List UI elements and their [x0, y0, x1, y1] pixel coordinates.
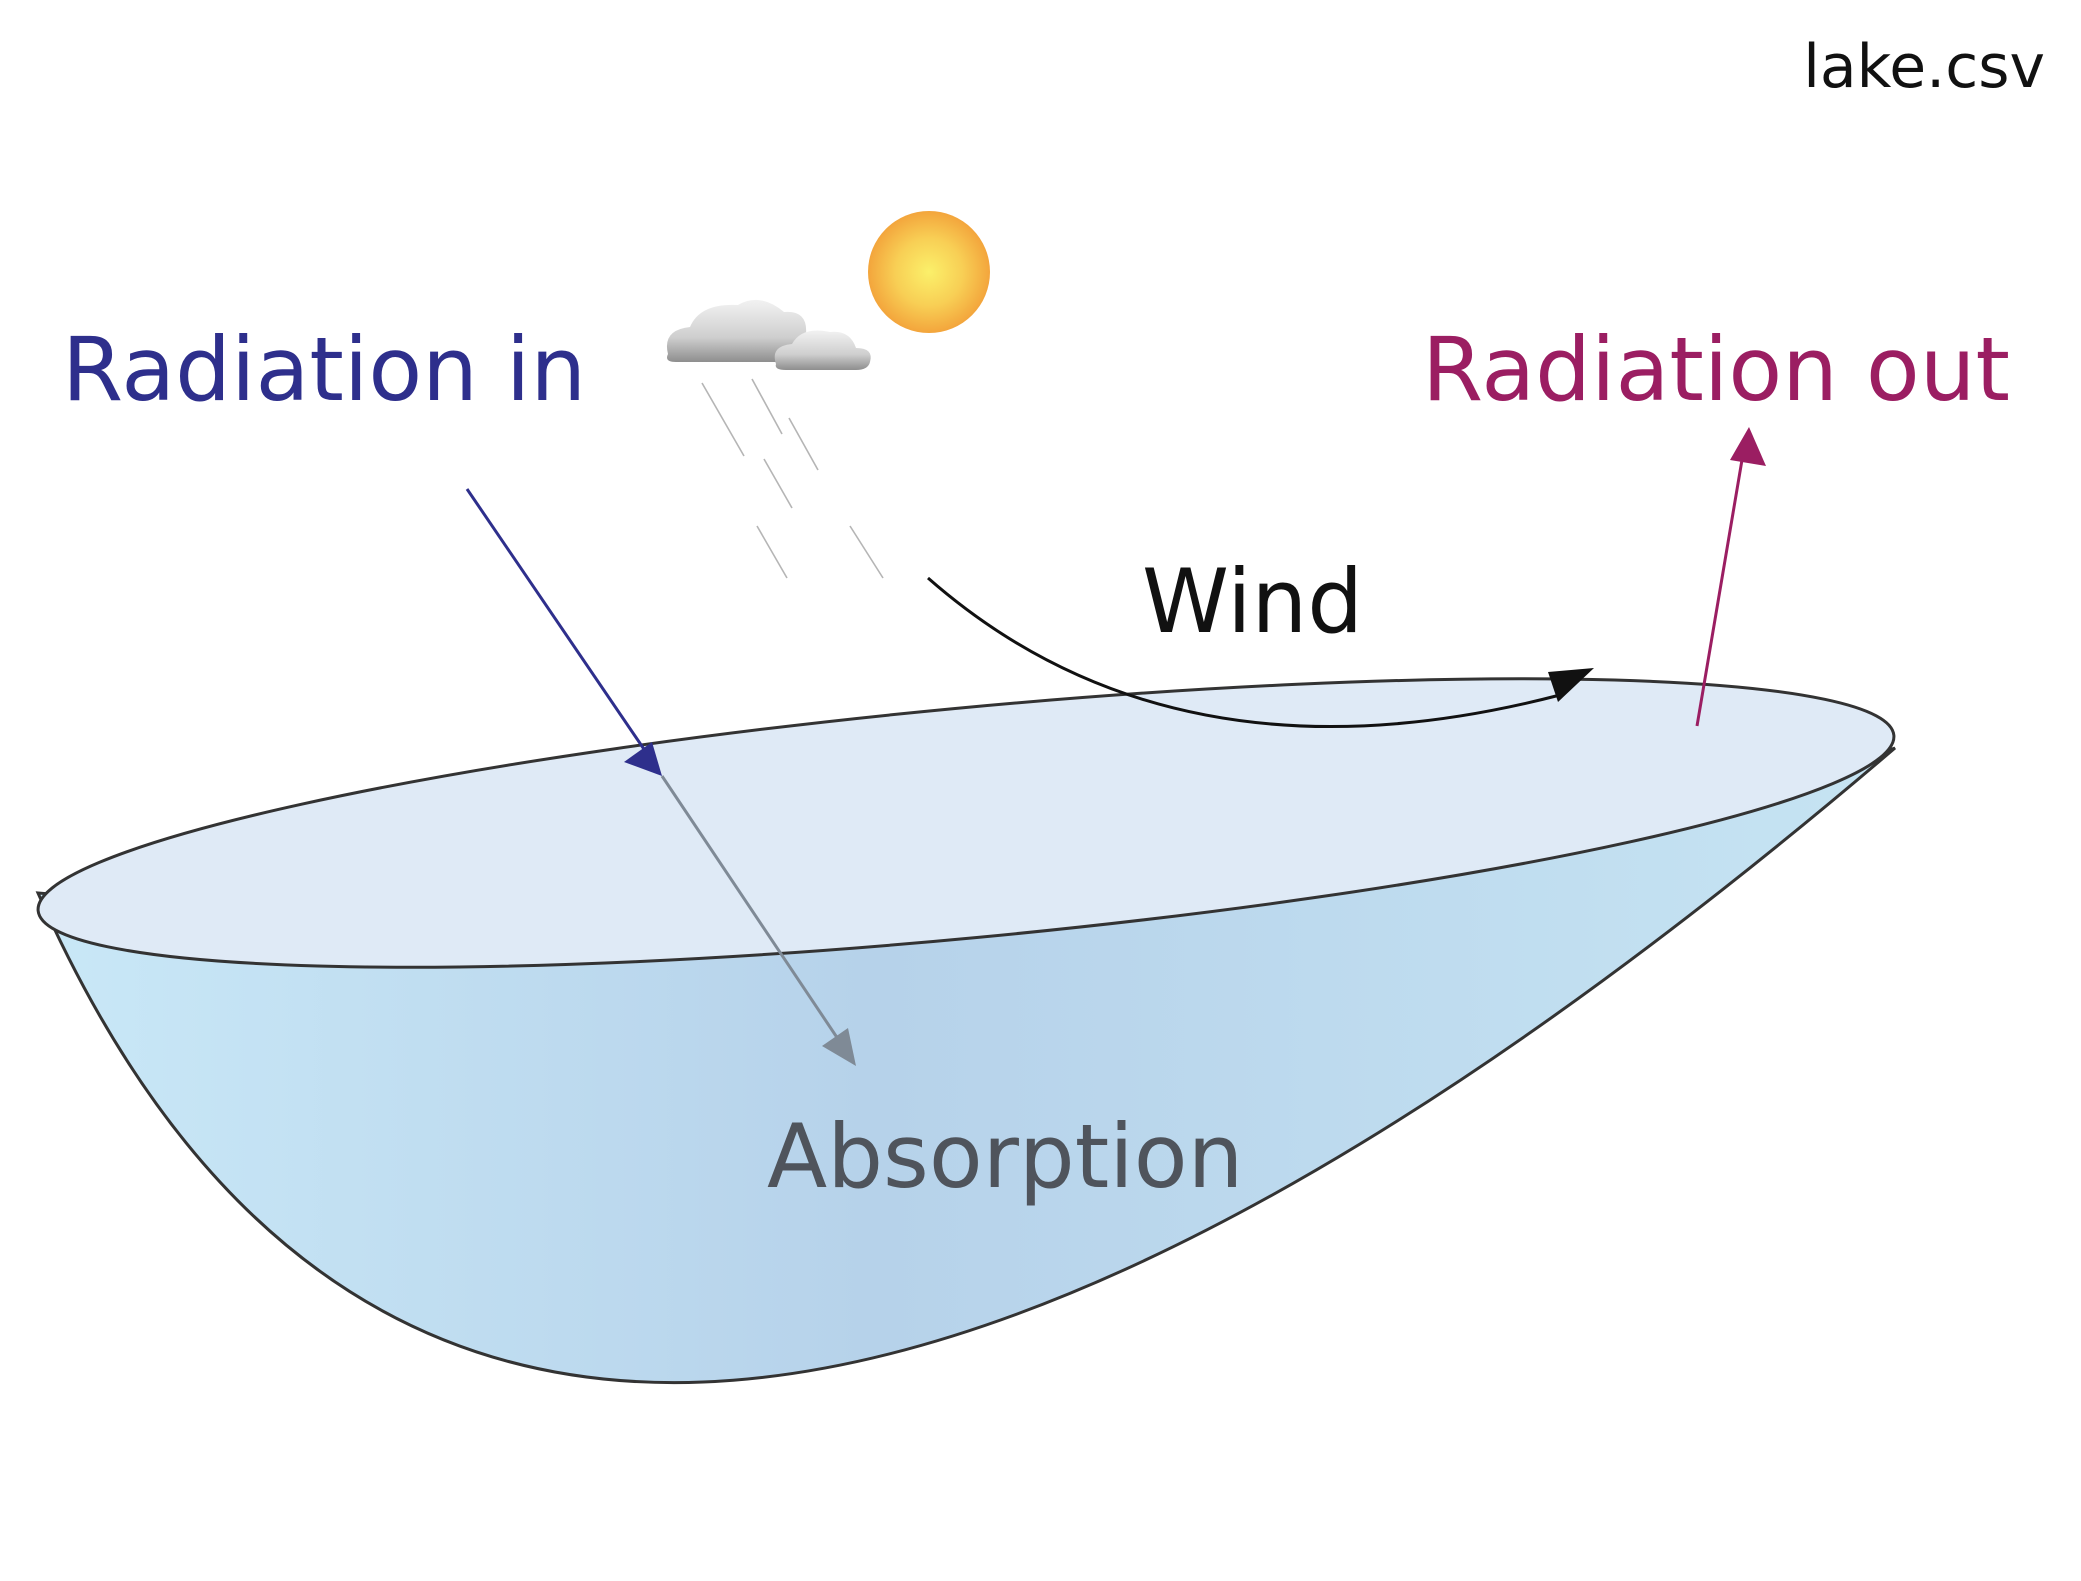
lake-surface [36, 677, 1896, 969]
radiation-out-arrow [1695, 453, 1745, 727]
absorption-label: Absorption [767, 1105, 1243, 1208]
rain-streaks [701, 378, 884, 579]
absorption-arrowhead [822, 1028, 856, 1066]
wind-arrowhead [1548, 668, 1594, 702]
absorption-arrow [660, 775, 840, 1040]
file-label: lake.csv [1803, 32, 2045, 102]
wind-label: Wind [1142, 550, 1363, 653]
radiation-out-label: Radiation out [1422, 318, 2010, 421]
radiation-out-arrowhead [1730, 427, 1766, 466]
wind-arrow [927, 576, 1561, 728]
sun-icon [868, 211, 990, 333]
cloud-icon [666, 299, 871, 370]
radiation-in-arrowhead [624, 742, 662, 776]
radiation-in-label: Radiation in [62, 318, 586, 421]
radiation-in-arrow [465, 488, 652, 759]
